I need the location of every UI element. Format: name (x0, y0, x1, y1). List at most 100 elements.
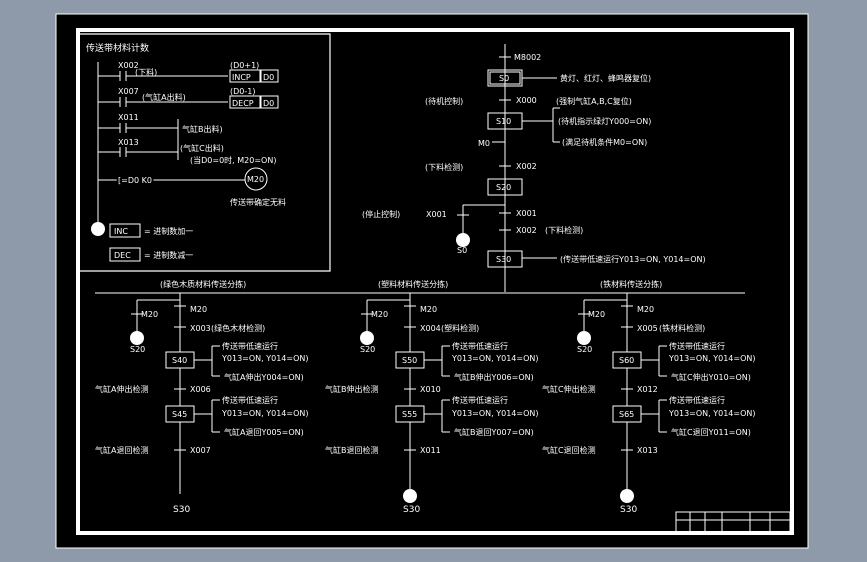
action-1-line-2: Y013=ON, Y014=ON) (668, 354, 756, 363)
mid-label: 气缸C伸出检测 (542, 384, 596, 394)
step-2-label: S65 (619, 410, 634, 419)
counter-end-dot (91, 222, 105, 236)
d0-box-1 (260, 69, 279, 83)
sensor-note: (绿色木材检测) (211, 323, 265, 333)
note-xialiao: (下料) (135, 67, 157, 77)
mid-label: 气缸A伸出检测 (95, 384, 148, 394)
sensor-label: X004 (420, 324, 441, 333)
step-s30 (487, 250, 523, 268)
ladder-rails (97, 62, 245, 226)
m20-left-label: M20 (588, 310, 605, 319)
m20-top-label: M20 (190, 305, 207, 314)
contact-x013: X013 (118, 138, 139, 147)
stop-left-label: (停止控制) (362, 209, 400, 219)
t3-label: X002 (516, 226, 537, 235)
action-2-line-1: 传送带低速运行 (222, 395, 278, 405)
action-1-line-3: 气缸A伸出Y004=ON) (224, 372, 304, 382)
action-2-line-2: Y013=ON, Y014=ON) (668, 409, 756, 418)
m0-label: M0 (478, 139, 490, 148)
cmp-caption: 传送带确定无料 (230, 197, 286, 207)
s0-action: 黄灯、红灯、蜂鸣器复位) (560, 73, 651, 83)
jump-s0-dot (456, 233, 470, 247)
branch-title: (铁材料传送分拣) (600, 279, 662, 289)
end-x-label: X007 (190, 446, 211, 455)
step-s30-label: S30 (496, 255, 511, 264)
m20-left-label: M20 (371, 310, 388, 319)
action-1-line-3: 气缸B伸出Y006=ON) (454, 372, 534, 382)
step-s0-inner (489, 71, 521, 85)
mid-x-label: X006 (190, 385, 211, 394)
jump-s20-dot (360, 331, 374, 345)
m20-top-label: M20 (420, 305, 437, 314)
legend-dec-label: DEC (114, 251, 131, 260)
m20-coil-label: M20 (247, 175, 264, 184)
incp-label: INCP (232, 73, 251, 82)
step-2-label: S55 (402, 410, 417, 419)
step-s0 (487, 69, 523, 87)
action-2-line-3: 气缸A退回Y005=ON) (224, 427, 304, 437)
contact-x011: X011 (118, 113, 139, 122)
action-1-line-1: 传送带低速运行 (222, 341, 278, 351)
end-x-label: X011 (420, 446, 441, 455)
coil-top-d0minus: (D0-1) (230, 87, 255, 96)
init-label: M8002 (514, 53, 541, 62)
legend-dec-box (109, 247, 141, 262)
contact-x007: X007 (118, 87, 139, 96)
action-2-line-1: 传送带低速运行 (669, 395, 725, 405)
mid-x-label: X010 (420, 385, 441, 394)
end-jump-label: S30 (620, 505, 637, 515)
action-1-line-2: Y013=ON, Y014=ON) (221, 354, 309, 363)
d0-label-1: D0 (263, 73, 274, 82)
action-1-line-1: 传送带低速运行 (669, 341, 725, 351)
end-jump-label: S30 (173, 505, 190, 515)
jump-s30-dot (620, 489, 634, 503)
m20-left-label: M20 (141, 310, 158, 319)
step-s0-label: S0 (499, 74, 509, 83)
jump-s20-label: S20 (130, 345, 145, 354)
branch-wood: (绿色木质材料传送分拣)M20M20S20X003(绿色木材检测)S40传送带低… (95, 279, 309, 515)
branch-iron: (铁材料传送分拣)M20M20S20X005(铁材料检测)S60传送带低速运行Y… (542, 279, 756, 515)
action-2-line-2: Y013=ON, Y014=ON) (221, 409, 309, 418)
t2-left-label: (下料检测) (425, 162, 463, 172)
sensor-label: X003 (190, 324, 211, 333)
action-2-line-3: 气缸C退回Y011=ON) (671, 427, 751, 437)
decp-label: DECP (232, 99, 254, 108)
legend-inc-text: = 进制数加一 (144, 226, 193, 236)
cmp-note: (当D0=0时, M20=ON) (190, 155, 276, 165)
decp-box (229, 95, 261, 109)
end-label: 气缸B退回检测 (325, 445, 379, 455)
legend-inc-label: INC (114, 227, 128, 236)
action-1-line-1: 传送带低速运行 (452, 341, 508, 351)
step-1-label: S40 (172, 356, 187, 365)
drawing-sheet (55, 13, 809, 549)
jump-s30-dot (403, 489, 417, 503)
step-s10 (487, 112, 523, 130)
m20-coil (244, 167, 268, 191)
action-1-line-3: 气缸C伸出Y010=ON) (671, 372, 751, 382)
note-qigang-c: (气缸C出料) (180, 143, 224, 153)
s10-action-1: (待机指示绿灯Y000=ON) (558, 116, 651, 126)
jump-s20-label: S20 (577, 345, 592, 354)
step-2-label: S45 (172, 410, 187, 419)
end-x-label: X013 (637, 446, 658, 455)
jump-s0-label: S0 (457, 246, 467, 255)
branch-title: (塑料材料传送分拣) (378, 279, 448, 289)
d0-label-2: D0 (263, 99, 274, 108)
sensor-note: (塑料检测) (441, 323, 479, 333)
legend-inc-box (109, 223, 141, 238)
jump-s20-label: S20 (360, 345, 375, 354)
action-1-line-2: Y013=ON, Y014=ON) (451, 354, 539, 363)
s30-action: (传送带低速运行Y013=ON, Y014=ON) (560, 254, 706, 264)
incp-box (229, 69, 261, 83)
coil-top-d0plus: (D0+1) (230, 61, 259, 70)
mid-x-label: X012 (637, 385, 658, 394)
action-2-line-3: 气缸B退回Y007=ON) (454, 427, 534, 437)
t2-label: X002 (516, 162, 537, 171)
branch-plastic: (塑料材料传送分拣)M20M20S20X004(塑料检测)S50传送带低速运行Y… (325, 279, 539, 515)
branch-title: (绿色木质材料传送分拣) (160, 279, 246, 289)
inner-border (76, 28, 794, 535)
m20-top-label: M20 (637, 305, 654, 314)
sensor-note: (铁材料检测) (659, 323, 705, 333)
note-qigang-b: 气缸B出料) (182, 124, 223, 134)
